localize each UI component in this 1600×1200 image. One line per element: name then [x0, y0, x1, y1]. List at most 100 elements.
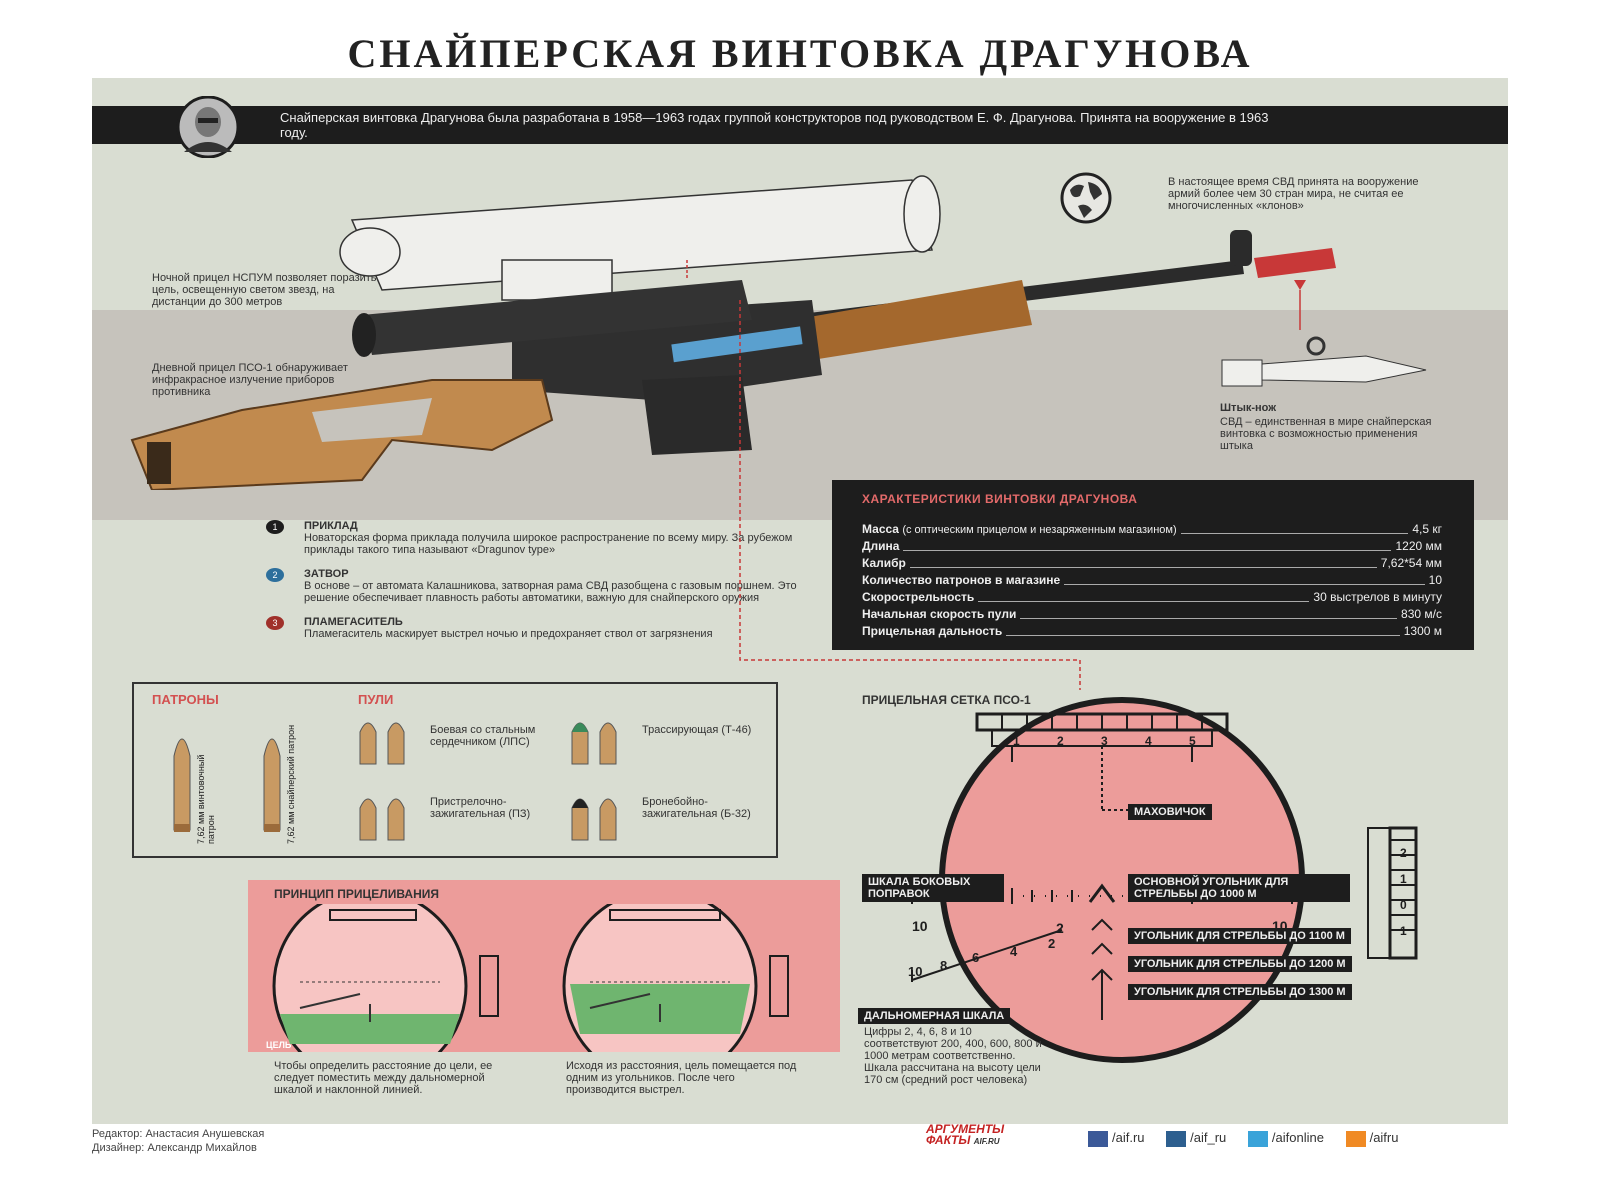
part-number-badge: 1: [266, 520, 284, 534]
lateral-scale-right: 10: [1272, 918, 1288, 934]
odnoklassniki-link[interactable]: /aifru: [1345, 1130, 1398, 1147]
spec-label: Количество патронов в магазине: [862, 573, 1065, 587]
handwheel-tag: МАХОВИЧОК: [1128, 804, 1212, 820]
logo-text-bottom: ФАКТЫ: [926, 1133, 971, 1147]
rifle-illustration: [130, 175, 1336, 490]
bayonet-icon: [1221, 336, 1427, 387]
bullet-label: Пристрелочно-зажигательная (ПЗ): [430, 796, 531, 820]
bullet-icons: [359, 722, 405, 841]
facebook-icon: [1088, 1130, 1108, 1147]
logo-site: AIF.RU: [973, 1137, 1000, 1146]
range-mark: 8: [940, 958, 948, 973]
spec-value: 1220 мм: [1391, 539, 1442, 553]
globe-icon: [1060, 172, 1112, 224]
spec-label: Начальная скорость пули: [862, 607, 1021, 621]
bayonet-text: СВД – единственная в мире снайперская ви…: [1220, 416, 1432, 452]
twitter-link[interactable]: /aifonline: [1247, 1130, 1324, 1147]
chevron-1200-tag: УГОЛЬНИК ДЛЯ СТРЕЛЬБЫ ДО 1200 М: [1128, 956, 1352, 972]
part-number-badge: 3: [266, 616, 284, 630]
spec-row: Масса (с оптическим прицелом и незаряжен…: [862, 522, 1442, 538]
part-title: ЗАТВОР: [304, 568, 349, 580]
cartridge-label: 7,62 мм винтовочный патрон: [196, 754, 216, 844]
bullet-label: Боевая со стальным сердечником (ЛПС): [430, 724, 536, 748]
aif-logo[interactable]: АРГУМЕНТЫ ФАКТЫ AIF.RU: [926, 1122, 1005, 1147]
aiming-scope-1: [272, 904, 499, 1052]
spec-label: Масса: [862, 522, 899, 536]
connector-line: [739, 300, 1081, 690]
part-title: ПЛАМЕГАСИТЕЛЬ: [304, 616, 403, 628]
bolt-highlight: [671, 326, 803, 363]
designer-credit: Дизайнер: Александр Михайлов: [92, 1142, 257, 1154]
facebook-link[interactable]: /aif.ru: [1088, 1130, 1145, 1147]
spec-label: Длина: [862, 539, 904, 553]
spec-row: Калибр 7,62*54 мм: [862, 556, 1442, 572]
spec-value: 4,5 кг: [1408, 522, 1442, 536]
top-scale-label: 2: [1057, 734, 1064, 748]
spec-label: Прицельная дальность: [862, 624, 1007, 638]
aiming-scope-2: [562, 904, 789, 1052]
lateral-scale-left: 10: [912, 918, 928, 934]
chevron-1100-tag: УГОЛЬНИК ДЛЯ СТРЕЛЬБЫ ДО 1100 М: [1128, 928, 1351, 944]
social-links: /aif.ru /aif_ru /aifonline /aifru: [1088, 1130, 1518, 1147]
side-scale-label: 0: [1400, 898, 1407, 912]
page-title: СНАЙПЕРСКАЯ ВИНТОВКА ДРАГУНОВА: [347, 31, 1253, 76]
specs-table: ХАРАКТЕРИСТИКИ ВИНТОВКИ ДРАГУНОВА Масса …: [832, 480, 1474, 650]
chevron-1300-tag: УГОЛЬНИК ДЛЯ СТРЕЛЬБЫ ДО 1300 М: [1128, 984, 1352, 1000]
ammo-box: ПАТРОНЫ ПУЛИ 7,62 мм винтовочный патрон …: [132, 682, 778, 858]
part-number-badge: 2: [266, 568, 284, 582]
spec-label: Скорострельность: [862, 590, 979, 604]
spec-value: 30 выстрелов в минуту: [1309, 590, 1442, 604]
reticle-top-scale: 1 2 3 4 5: [1005, 734, 1205, 748]
day-scope-note: Дневной прицел ПСО-1 обнаруживает инфрак…: [152, 362, 348, 398]
logo-text-top: АРГУМЕНТЫ: [926, 1122, 1005, 1136]
spec-value: 10: [1424, 573, 1442, 587]
side-scale-label: 2: [1400, 846, 1407, 860]
spec-note: (с оптическим прицелом и незаряженным ма…: [902, 524, 1177, 536]
intro-text: Снайперская винтовка Драгунова была разр…: [280, 110, 1269, 140]
parts-list: 1 ПРИКЛАД Новаторская форма приклада пол…: [266, 520, 806, 656]
spec-value: 7,62*54 мм: [1376, 556, 1442, 570]
part-item: 3 ПЛАМЕГАСИТЕЛЬ Пламегаситель маскирует …: [266, 616, 806, 656]
spec-value: 830 м/с: [1397, 607, 1442, 621]
side-scale-label: 1: [1400, 924, 1407, 938]
target-label: ЦЕЛЬ: [266, 1040, 292, 1050]
reticle-side-scale: 2 1 0 1: [1400, 846, 1420, 946]
aiming-caption-2: Исходя из расстояния, цель помещается по…: [566, 1060, 797, 1096]
odnoklassniki-icon: [1345, 1130, 1366, 1147]
top-scale-label: 3: [1101, 734, 1108, 748]
cartridge-icons: [173, 738, 281, 832]
flash-suppressor: [1254, 248, 1336, 278]
vk-icon: [1166, 1130, 1187, 1147]
intro-bar: [92, 106, 1508, 144]
part-item: 1 ПРИКЛАД Новаторская форма приклада пол…: [266, 520, 806, 568]
editor-credit: Редактор: Анастасия Анушевская: [92, 1128, 265, 1140]
vk-link[interactable]: /aif_ru: [1166, 1130, 1226, 1147]
world-note: В настоящее время СВД принята на вооруже…: [1168, 176, 1419, 212]
top-scale-label: 5: [1189, 734, 1196, 748]
designer-portrait: [176, 96, 240, 158]
range-scale-text: Цифры 2, 4, 6, 8 и 10 соответствуют 200,…: [864, 1026, 1042, 1086]
bullets-title: ПУЛИ: [358, 692, 394, 707]
spec-row: Начальная скорость пули 830 м/с: [862, 607, 1442, 623]
lateral-scale-mid: 2: [1056, 920, 1064, 936]
lateral-scale-tag: ШКАЛА БОКОВЫХ ПОПРАВОК: [862, 874, 1004, 902]
spec-label: Калибр: [862, 556, 910, 570]
part-text: Новаторская форма приклада получила широ…: [304, 532, 793, 556]
spec-row: Количество патронов в магазине 10: [862, 573, 1442, 589]
part-text: Пламегаситель маскирует выстрел ночью и …: [304, 628, 713, 640]
aiming-title: ПРИНЦИП ПРИЦЕЛИВАНИЯ: [274, 887, 439, 901]
aiming-diagrams: [272, 904, 789, 1052]
range-mark: 4: [1010, 944, 1018, 959]
range-mark: 10: [908, 964, 923, 979]
bullet-icons: [571, 722, 617, 841]
night-scope-icon: [339, 175, 941, 301]
part-title: ПРИКЛАД: [304, 520, 358, 532]
main-chevron-tag: ОСНОВНОЙ УГОЛЬНИК ДЛЯ СТРЕЛЬБЫ ДО 1000 М: [1128, 874, 1350, 902]
bayonet-label: Штык-нож: [1220, 402, 1277, 414]
spec-row: Длина 1220 мм: [862, 539, 1442, 555]
range-mark: 6: [972, 950, 980, 965]
cartridges-title: ПАТРОНЫ: [152, 692, 219, 707]
top-scale-label: 4: [1145, 734, 1152, 748]
range-scale-tag: ДАЛЬНОМЕРНАЯ ШКАЛА: [858, 1008, 1011, 1024]
